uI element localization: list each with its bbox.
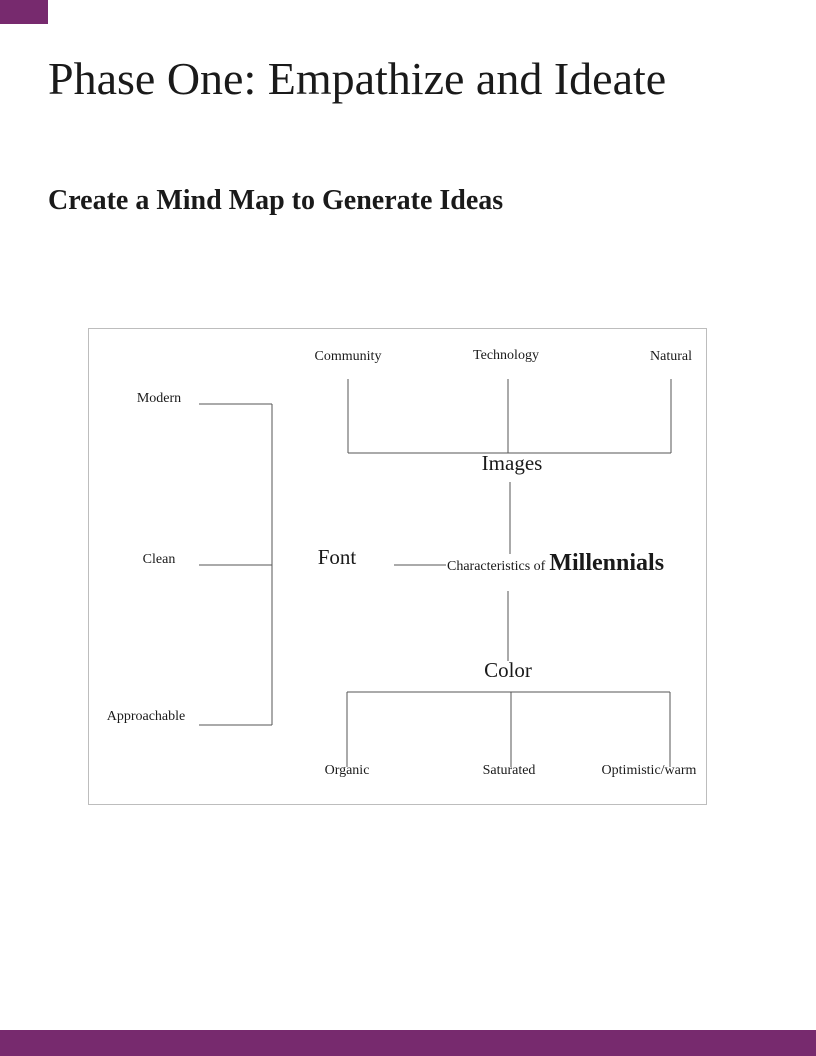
color-node: Color [484, 658, 532, 682]
center-node: Characteristics of Millennials [447, 551, 664, 575]
corner-accent-tab [0, 0, 48, 24]
mind-map-connectors [199, 379, 672, 767]
images-node: Images [481, 451, 543, 475]
section-subtitle: Create a Mind Map to Generate Ideas [48, 185, 504, 216]
footer-accent-bar [0, 1030, 816, 1056]
mind-map: Modern Clean Approachable Font Community… [88, 328, 707, 805]
font-child-modern: Modern [136, 391, 182, 406]
color-child-optimistic: Optimistic/warm [601, 763, 697, 778]
images-child-technology: Technology [473, 348, 539, 363]
font-child-clean: Clean [142, 552, 176, 567]
font-node: Font [317, 545, 357, 569]
images-child-natural: Natural [650, 349, 692, 364]
color-child-saturated: Saturated [482, 763, 536, 778]
font-child-approachable: Approachable [106, 709, 186, 724]
center-node-prefix: Characteristics of [447, 559, 546, 574]
center-node-emphasis: Millennials [549, 550, 665, 576]
images-child-community: Community [314, 349, 382, 364]
color-child-organic: Organic [324, 763, 370, 778]
page-title: Phase One: Empathize and Ideate [48, 53, 667, 104]
